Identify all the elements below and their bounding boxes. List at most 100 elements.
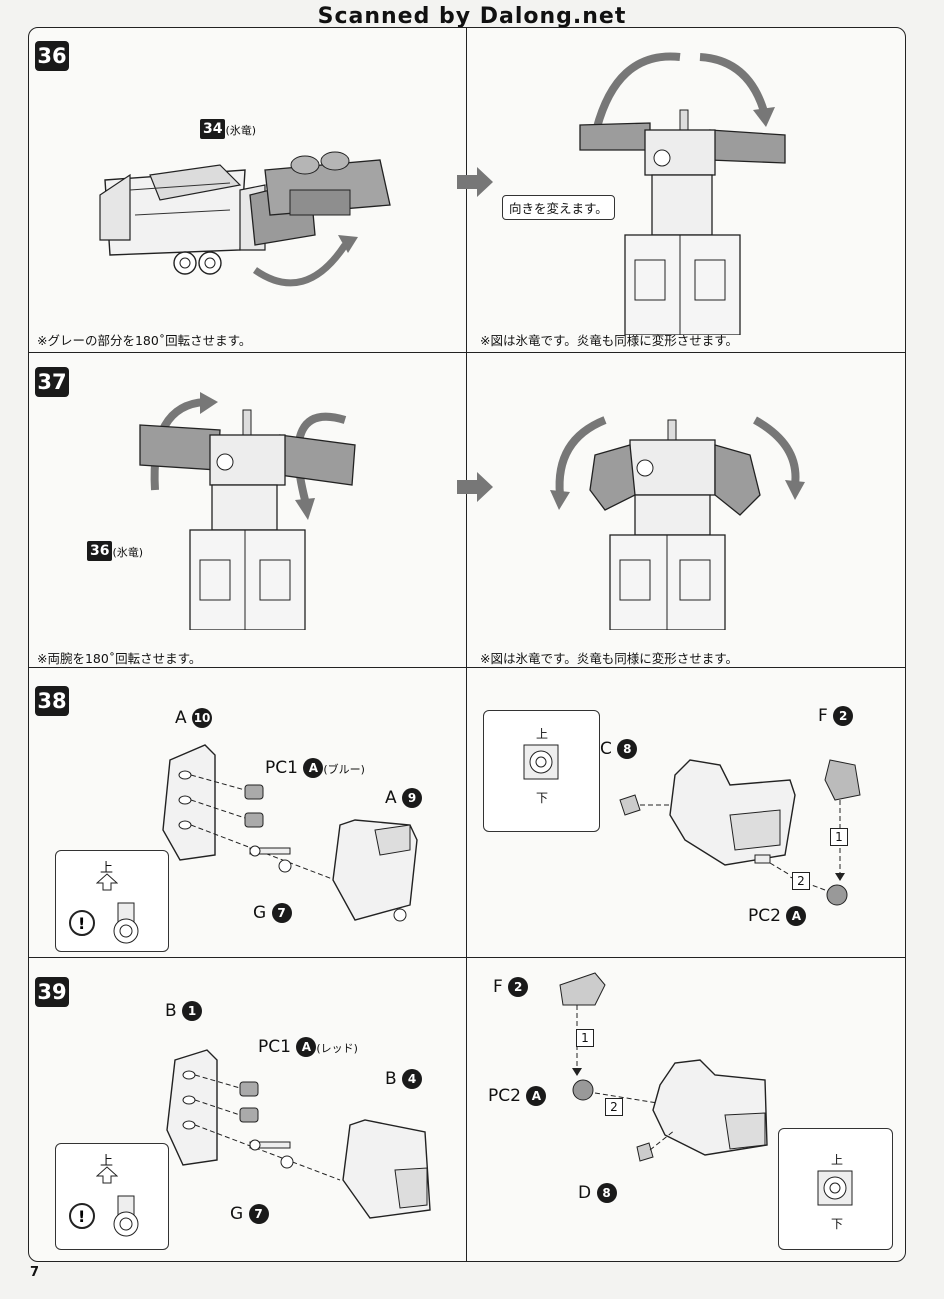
part-num-badge: 7	[271, 903, 292, 923]
part-name: PC2	[748, 906, 781, 926]
part-letter: G	[230, 1204, 244, 1224]
order-number: 1	[576, 1029, 594, 1047]
down-label: 下	[831, 1217, 844, 1231]
part-f2-label-39: F 2	[493, 976, 529, 998]
part-b4-label: B 4	[385, 1068, 423, 1090]
step-38-orientation-inset: 上 !	[55, 850, 169, 952]
part-color: (レッド)	[316, 1042, 358, 1055]
col-divider-4	[466, 958, 467, 1261]
step-39-orientation-inset: 上 !	[55, 1143, 169, 1250]
order-number: 2	[605, 1098, 623, 1116]
step-38-left-illustration	[162, 744, 418, 922]
peg-detail-icon: !	[69, 902, 139, 944]
part-color: (ブルー)	[323, 763, 365, 776]
step-36-arrow-right-icon	[457, 167, 493, 197]
part-letter: D	[578, 1183, 592, 1203]
step-37-note-right: ※図は氷竜です。炎竜も同様に変形させます。	[480, 651, 738, 666]
part-name: PC2	[488, 1086, 521, 1106]
part-letter: C	[600, 739, 612, 759]
step-36-left-illustration	[99, 151, 391, 287]
step-37-right-illustration	[550, 416, 805, 630]
part-ref-34: 34	[200, 119, 226, 139]
step-37-arrow-right-icon	[457, 472, 493, 502]
up-label: 上	[831, 1153, 844, 1167]
part-ref-label: (氷竜)	[225, 124, 257, 137]
step-36-part-ref: 34(氷竜)	[200, 118, 256, 142]
up-arrow-icon	[96, 873, 118, 891]
part-letter: F	[818, 706, 828, 726]
step-order-1-39: 1	[576, 1027, 594, 1047]
svg-text:!: !	[78, 1207, 85, 1226]
part-a9-label: A 9	[385, 787, 423, 809]
step-37-part-ref: 36(氷竜)	[87, 540, 143, 564]
part-name: PC1	[258, 1037, 291, 1057]
step-36-note-right: ※図は氷竜です。炎竜も同様に変形させます。	[480, 333, 738, 348]
pc1-blue-label: PC1 A(ブルー)	[265, 757, 365, 781]
step-order-2-39: 2	[605, 1096, 623, 1116]
col-divider-2	[466, 353, 467, 668]
step-39-socket-inset: 上 下	[778, 1128, 893, 1250]
up-label: 上	[100, 861, 114, 876]
step-39-right-illustration	[559, 972, 768, 1162]
part-num-badge: 2	[508, 977, 529, 997]
pc2-label: PC2 A	[748, 905, 807, 927]
part-g7-label-39: G 7	[230, 1203, 269, 1225]
step-order-1: 1	[830, 826, 848, 846]
step-37-note-left: ※両腕を180˚回転させます。	[37, 651, 202, 666]
part-num-badge: 10	[192, 708, 213, 728]
step-order-2: 2	[792, 870, 810, 890]
step-38-right-illustration	[619, 759, 861, 906]
part-g7-label: G 7	[253, 902, 292, 924]
step-39-number: 39	[35, 977, 69, 1007]
part-num-badge: A	[296, 1037, 317, 1057]
page-number: 7	[30, 1265, 40, 1280]
part-num-badge: A	[526, 1086, 547, 1106]
step-36-note-left: ※グレーの部分を180˚回転させます。	[37, 333, 252, 348]
part-f2-label: F 2	[818, 705, 854, 727]
part-letter: A	[175, 708, 187, 728]
part-num-badge: 2	[833, 706, 854, 726]
part-num-badge: 8	[596, 1183, 617, 1203]
part-letter: F	[493, 977, 503, 997]
step-36-right-illustration	[579, 52, 786, 335]
part-name: PC1	[265, 758, 298, 778]
part-num-badge: A	[303, 758, 324, 778]
part-letter: A	[385, 788, 397, 808]
up-arrow-icon	[96, 1166, 118, 1184]
part-ref-label: (氷竜)	[112, 546, 144, 559]
socket-icon	[817, 1170, 853, 1206]
part-num-badge: 9	[402, 788, 423, 808]
part-num-badge: 7	[248, 1204, 269, 1224]
up-label: 上	[536, 727, 549, 741]
part-d8-label: D 8	[578, 1182, 617, 1204]
step-37-number: 37	[35, 367, 69, 397]
part-ref-36: 36	[87, 541, 113, 561]
col-divider-3	[466, 668, 467, 958]
part-num-badge: 8	[617, 739, 638, 759]
step-38-number: 38	[35, 686, 69, 716]
step-37-left-illustration	[139, 392, 356, 630]
part-letter: B	[385, 1069, 397, 1089]
socket-icon	[523, 744, 559, 780]
order-number: 2	[792, 872, 810, 890]
col-divider-1	[466, 28, 467, 353]
peg-detail-icon: !	[69, 1195, 139, 1237]
step-39-left-illustration	[166, 1049, 431, 1219]
part-letter: B	[165, 1001, 177, 1021]
part-num-badge: 1	[182, 1001, 203, 1021]
down-label: 下	[536, 791, 549, 805]
pc2-label-39: PC2 A	[488, 1085, 547, 1107]
step-38-socket-inset: 上 下	[483, 710, 600, 832]
svg-text:!: !	[78, 914, 85, 933]
part-letter: G	[253, 903, 267, 923]
part-num-badge: A	[786, 906, 807, 926]
up-label: 上	[100, 1154, 114, 1169]
scan-credit: Scanned by Dalong.net	[317, 4, 627, 29]
step-36-callout: 向きを変えます。	[502, 195, 615, 220]
order-number: 1	[830, 828, 848, 846]
part-c8-label: C 8	[600, 738, 638, 760]
part-num-badge: 4	[402, 1069, 423, 1089]
part-a10-label: A 10	[175, 707, 213, 729]
pc1-red-label: PC1 A(レッド)	[258, 1036, 358, 1060]
part-b1-label: B 1	[165, 1000, 203, 1022]
